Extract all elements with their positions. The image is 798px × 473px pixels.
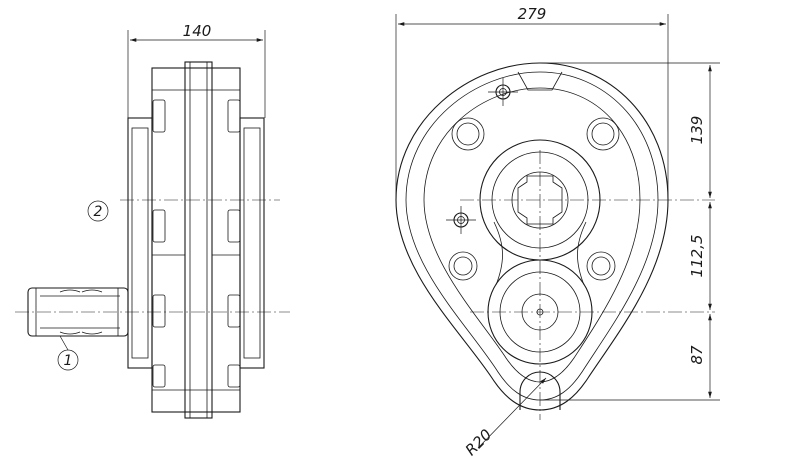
notch-radius-dimension: R20 (462, 426, 496, 460)
side-boss (227, 364, 241, 388)
top-slot (517, 71, 563, 91)
front-bolt-boss (586, 251, 616, 281)
output-shaft-label: 2 (94, 204, 103, 220)
output-shaft-callout: 2 (87, 200, 109, 222)
notch-radius-leader (477, 377, 547, 449)
front-bolt-boss (448, 251, 478, 281)
side-boss (152, 209, 166, 243)
front-view: 279 139 112,5 87 R20 (395, 5, 720, 460)
waist-left (493, 221, 503, 286)
side-boss (152, 294, 166, 328)
front-inner-rib (423, 87, 641, 383)
waist-right (577, 221, 587, 286)
front-housing-outline (395, 62, 669, 411)
upper-height-dimension: 139 (688, 116, 706, 145)
side-boss (227, 209, 241, 243)
input-shaft-label: 1 (64, 353, 73, 369)
side-view: 140 2 1 (15, 22, 290, 419)
side-boss (227, 294, 241, 328)
side-central-flange (184, 61, 213, 419)
side-width-dimension: 140 (183, 22, 212, 40)
threaded-hole (488, 78, 518, 106)
side-boss (227, 99, 241, 133)
middle-height-dimension: 112,5 (688, 235, 706, 278)
lower-height-dimension: 87 (688, 345, 706, 365)
front-bolt-boss (586, 117, 620, 151)
side-right-cover (239, 117, 265, 369)
front-bolt-boss (451, 117, 485, 151)
threaded-hole (446, 206, 476, 234)
input-shaft-callout: 1 (57, 335, 79, 371)
side-left-cover (127, 117, 153, 369)
side-boss (152, 364, 166, 388)
front-width-dimension: 279 (518, 5, 547, 23)
side-boss (152, 99, 166, 133)
